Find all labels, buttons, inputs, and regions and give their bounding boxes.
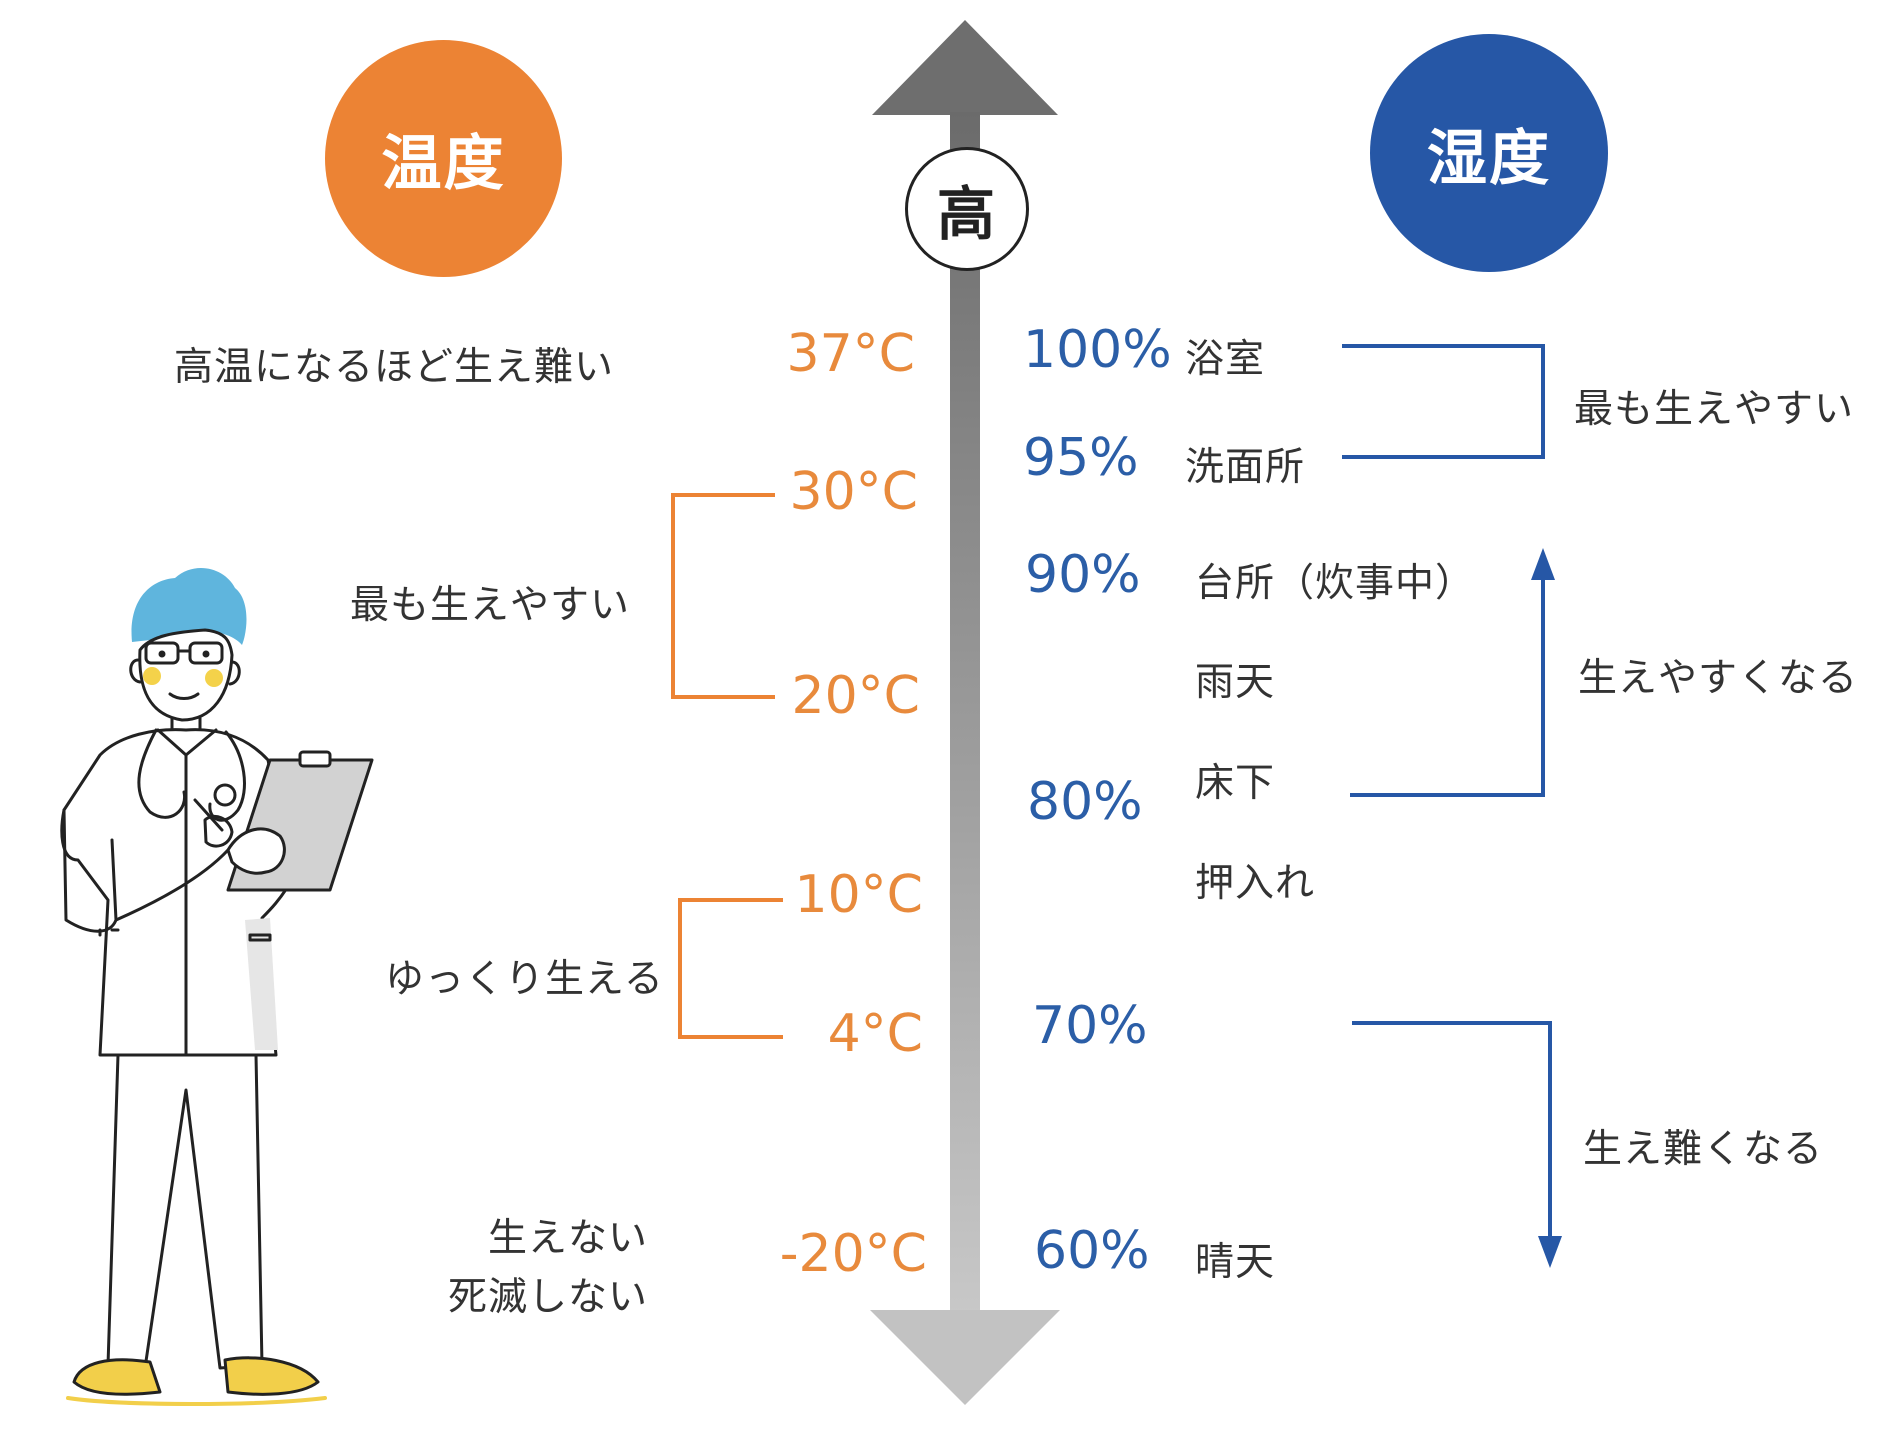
hum-value-70: 70%: [1032, 996, 1148, 1056]
temp-value-30: 30°C: [789, 462, 918, 522]
hum-value-90: 90%: [1025, 545, 1141, 605]
axis-arrowhead-up: [872, 20, 1058, 115]
axis-arrowhead-down: [870, 1310, 1060, 1405]
hum-range-best-label: 最も生えやすい: [1574, 387, 1855, 432]
temp-bracket-slow: [678, 898, 783, 1039]
hum-range-increasing-label: 生えやすくなる: [1578, 656, 1859, 701]
temp-value-10: 10°C: [794, 865, 923, 925]
axis-top-badge: 高: [905, 147, 1029, 271]
temp-value-37: 37°C: [786, 324, 915, 384]
temp-note-low-2: 死滅しない: [448, 1275, 649, 1320]
temp-note-low-1: 生えない: [488, 1216, 649, 1261]
hum-bracket-increasing: [1350, 575, 1545, 797]
temp-range-best-label: 最も生えやすい: [350, 583, 631, 628]
hum-place-closet: 押入れ: [1195, 861, 1316, 906]
hum-arrowhead-down: [1538, 1236, 1562, 1268]
hum-bracket-best: [1342, 344, 1545, 459]
temp-note-high: 高温になるほど生え難い: [174, 345, 615, 390]
hum-value-100: 100%: [1023, 320, 1172, 380]
temp-value-minus20: -20°C: [779, 1224, 927, 1284]
temperature-header: 温度: [325, 40, 562, 277]
humidity-header-label: 湿度: [1427, 123, 1551, 194]
axis-top-label: 高: [936, 180, 997, 248]
hum-value-80: 80%: [1027, 772, 1143, 832]
hum-place-underfloor: 床下: [1195, 761, 1276, 806]
hum-place-washroom: 洗面所: [1185, 445, 1306, 490]
humidity-header: 湿度: [1370, 34, 1608, 272]
hum-bracket-decreasing: [1352, 1021, 1552, 1240]
hum-place-sunny: 晴天: [1195, 1240, 1276, 1285]
hum-value-95: 95%: [1023, 428, 1139, 488]
hum-place-rain: 雨天: [1195, 660, 1276, 705]
temp-value-4: 4°C: [827, 1004, 923, 1064]
hum-place-kitchen: 台所（炊事中）: [1195, 561, 1476, 606]
temp-range-slow-label: ゆっくり生える: [385, 957, 664, 1002]
temp-bracket-best: [671, 493, 775, 699]
axis-shaft: [950, 112, 980, 1317]
hum-arrowhead-up: [1531, 548, 1555, 580]
hum-value-60: 60%: [1034, 1221, 1150, 1281]
temperature-header-label: 温度: [381, 129, 506, 199]
hum-place-bathroom: 浴室: [1185, 337, 1266, 382]
temp-value-20: 20°C: [791, 666, 920, 726]
hum-range-decreasing-label: 生え難くなる: [1583, 1127, 1824, 1172]
